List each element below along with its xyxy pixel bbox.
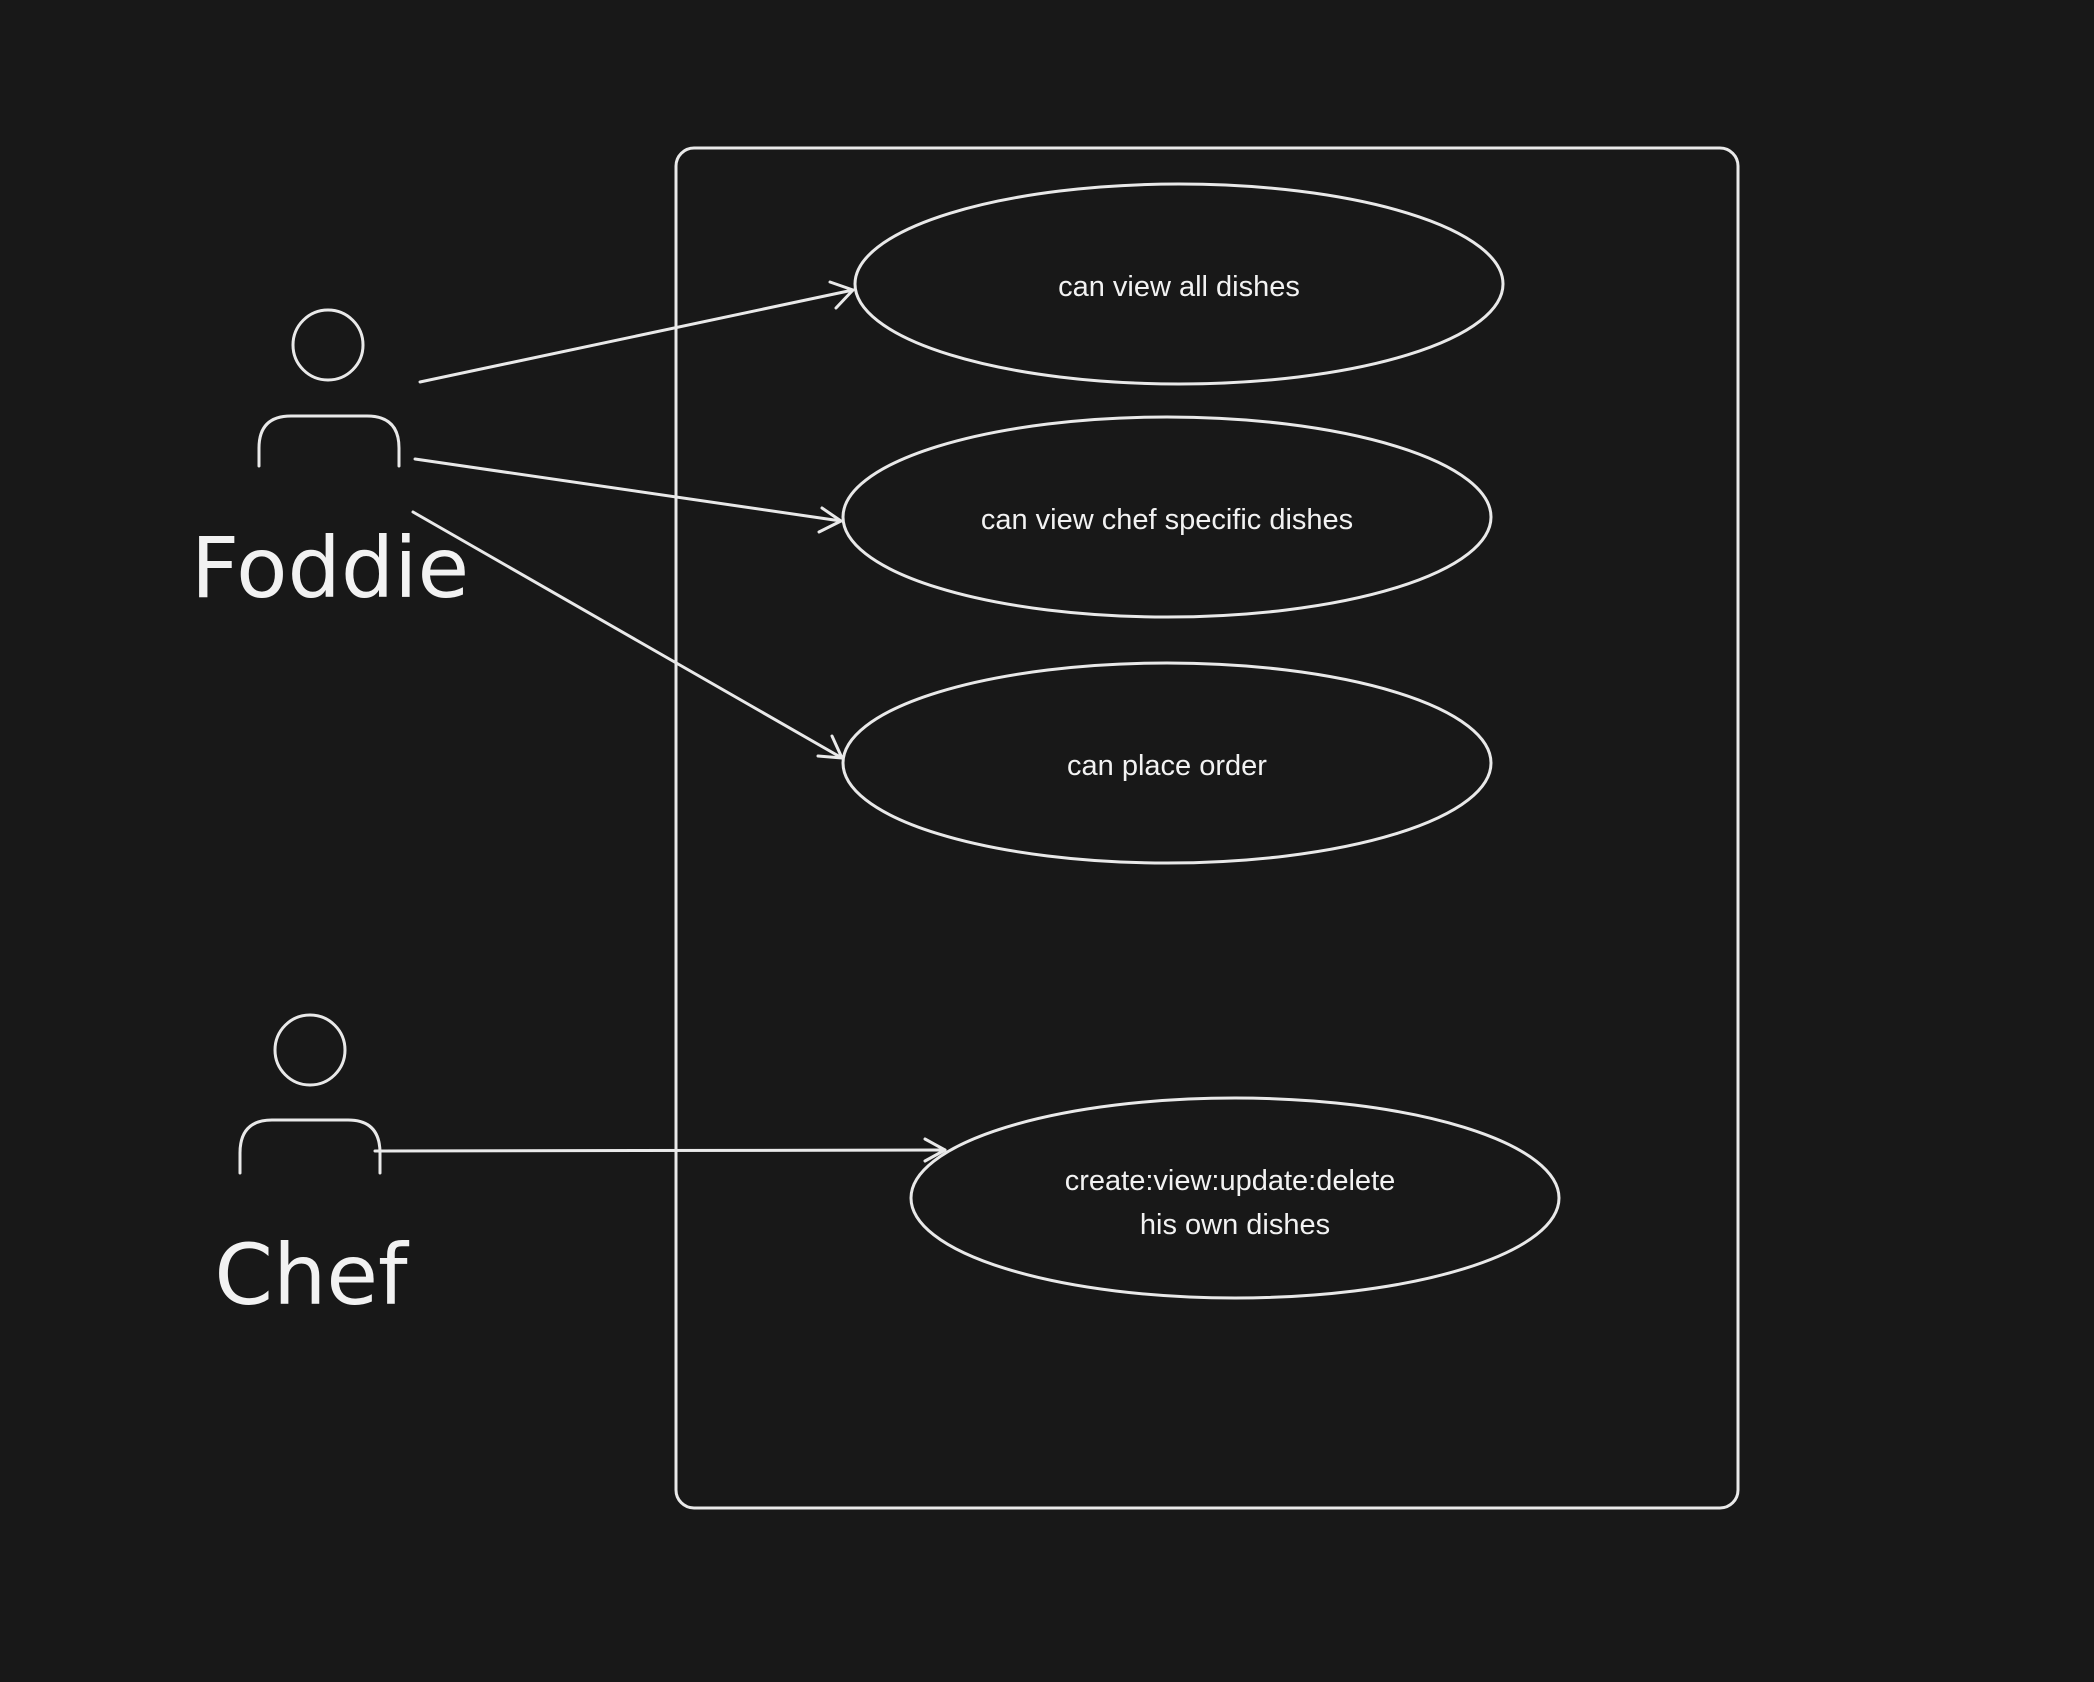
association-foddie-place-order (411, 510, 844, 760)
association-line (373, 1148, 947, 1153)
use-case-view-chef-ellipse (841, 415, 1493, 619)
association-foddie-view-chef (413, 457, 843, 534)
association-line (418, 288, 855, 384)
actor-foddie-label: Foddie (191, 519, 469, 617)
use-case-view-all-label: can view all dishes (1058, 271, 1300, 303)
arrowhead (816, 734, 844, 760)
arrowhead (828, 280, 855, 310)
use-case-crud-label-line-2: his own dishes (1140, 1209, 1330, 1241)
use-case-view-all-ellipse (853, 182, 1505, 386)
association-chef-crud (373, 1137, 947, 1163)
actor-foddie: Foddie (191, 308, 469, 617)
arrowhead (923, 1137, 947, 1163)
actor-foddie-head (291, 308, 365, 382)
use-case-place-order: can place order (841, 661, 1493, 865)
use-case-view-all: can view all dishes (853, 182, 1505, 386)
use-case-view-chef-label: can view chef specific dishes (981, 504, 1353, 536)
use-case-crud: create:view:update:delete his own dishes (909, 1096, 1561, 1300)
use-case-place-order-label: can place order (1067, 750, 1267, 782)
association-line (411, 510, 844, 760)
actor-chef-head (273, 1013, 347, 1087)
use-case-place-order-ellipse (841, 661, 1493, 865)
actor-chef-label: Chef (214, 1226, 410, 1324)
actor-chef-body (238, 1118, 382, 1175)
use-case-crud-label-line-1: create:view:update:delete (1065, 1165, 1396, 1197)
actor-chef: Chef (214, 1013, 410, 1324)
use-case-crud-ellipse (909, 1096, 1561, 1300)
system-boundary (674, 146, 1740, 1510)
association-foddie-view-all (418, 280, 855, 384)
arrowhead (817, 506, 843, 534)
use-case-view-chef: can view chef specific dishes (841, 415, 1493, 619)
actor-foddie-body (257, 414, 401, 468)
association-line (413, 457, 843, 523)
